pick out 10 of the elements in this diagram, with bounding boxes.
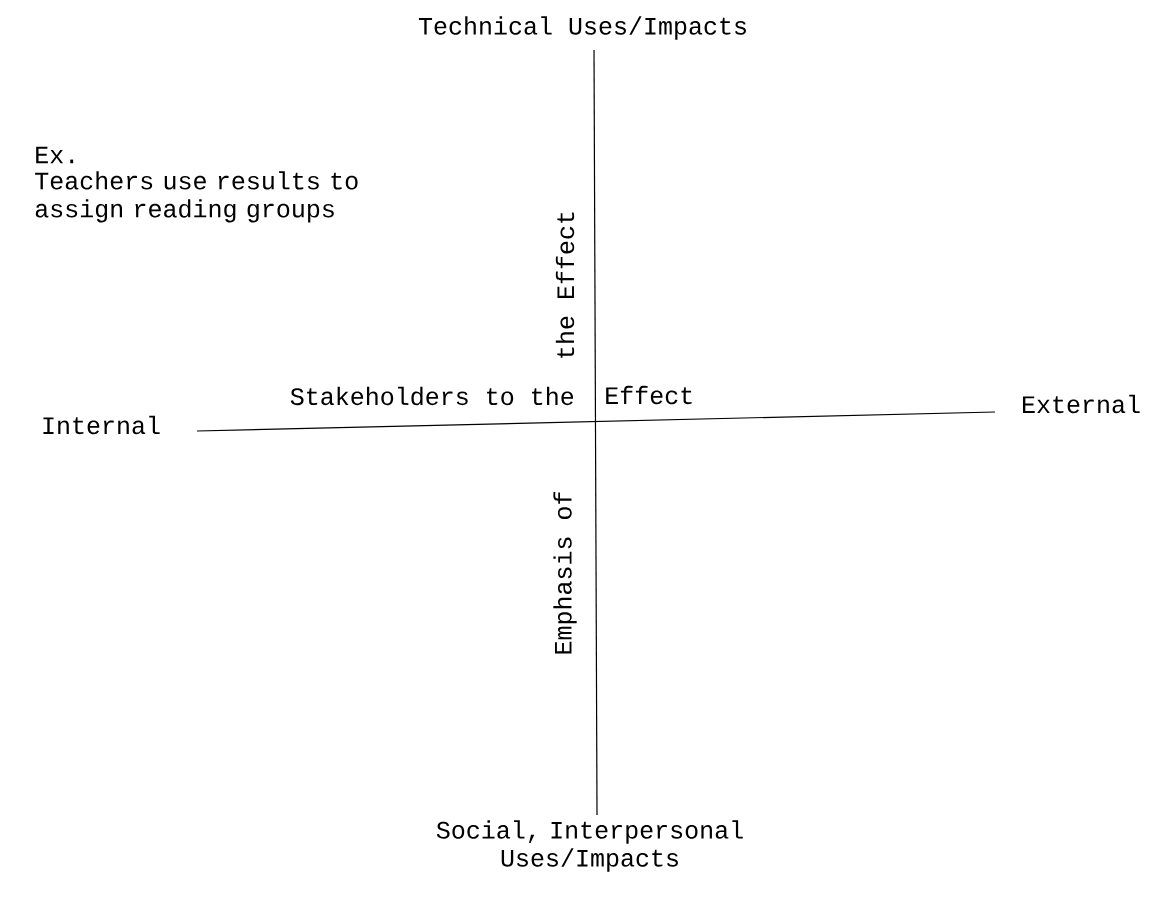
axis-title: Effect bbox=[606, 385, 692, 405]
axis-title: Emphasis of bbox=[553, 492, 577, 654]
axis-title: Stakeholders to the bbox=[290, 386, 574, 406]
axis-end-label: Internal bbox=[43, 415, 160, 435]
axis-title: the Effect bbox=[555, 212, 575, 358]
axis-end-label: Technical Uses/Impacts bbox=[418, 16, 746, 40]
example-heading: Ex. bbox=[36, 146, 74, 164]
example-note: Teachers use results to assign reading groups bbox=[35, 171, 358, 223]
axis-end-label: Social, Interpersonal Uses/Impacts bbox=[436, 820, 743, 872]
axis-end-label: External bbox=[1023, 394, 1140, 414]
